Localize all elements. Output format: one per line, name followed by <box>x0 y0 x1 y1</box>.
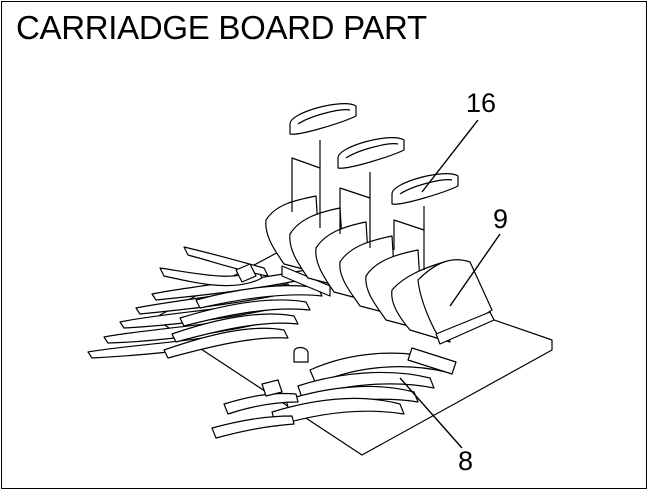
callout-16: 16 <box>466 88 497 118</box>
callout-9: 9 <box>493 204 509 234</box>
callout-8: 8 <box>458 446 474 476</box>
leader-9 <box>449 233 501 307</box>
leader-16 <box>421 119 479 193</box>
lower-connector <box>407 347 457 375</box>
upright-cable-group <box>265 195 451 343</box>
ferrite-cores-16 <box>289 103 459 205</box>
connector-9 <box>435 311 495 345</box>
center-cable-stack <box>163 265 331 359</box>
lower-cable-group <box>211 347 457 439</box>
page-title: CARRIADGE BOARD PART <box>16 9 427 46</box>
leader-8 <box>399 377 463 449</box>
lower-left-connector <box>261 379 283 397</box>
core-brackets <box>291 140 425 270</box>
left-connector <box>235 263 257 283</box>
board-post <box>293 346 309 363</box>
